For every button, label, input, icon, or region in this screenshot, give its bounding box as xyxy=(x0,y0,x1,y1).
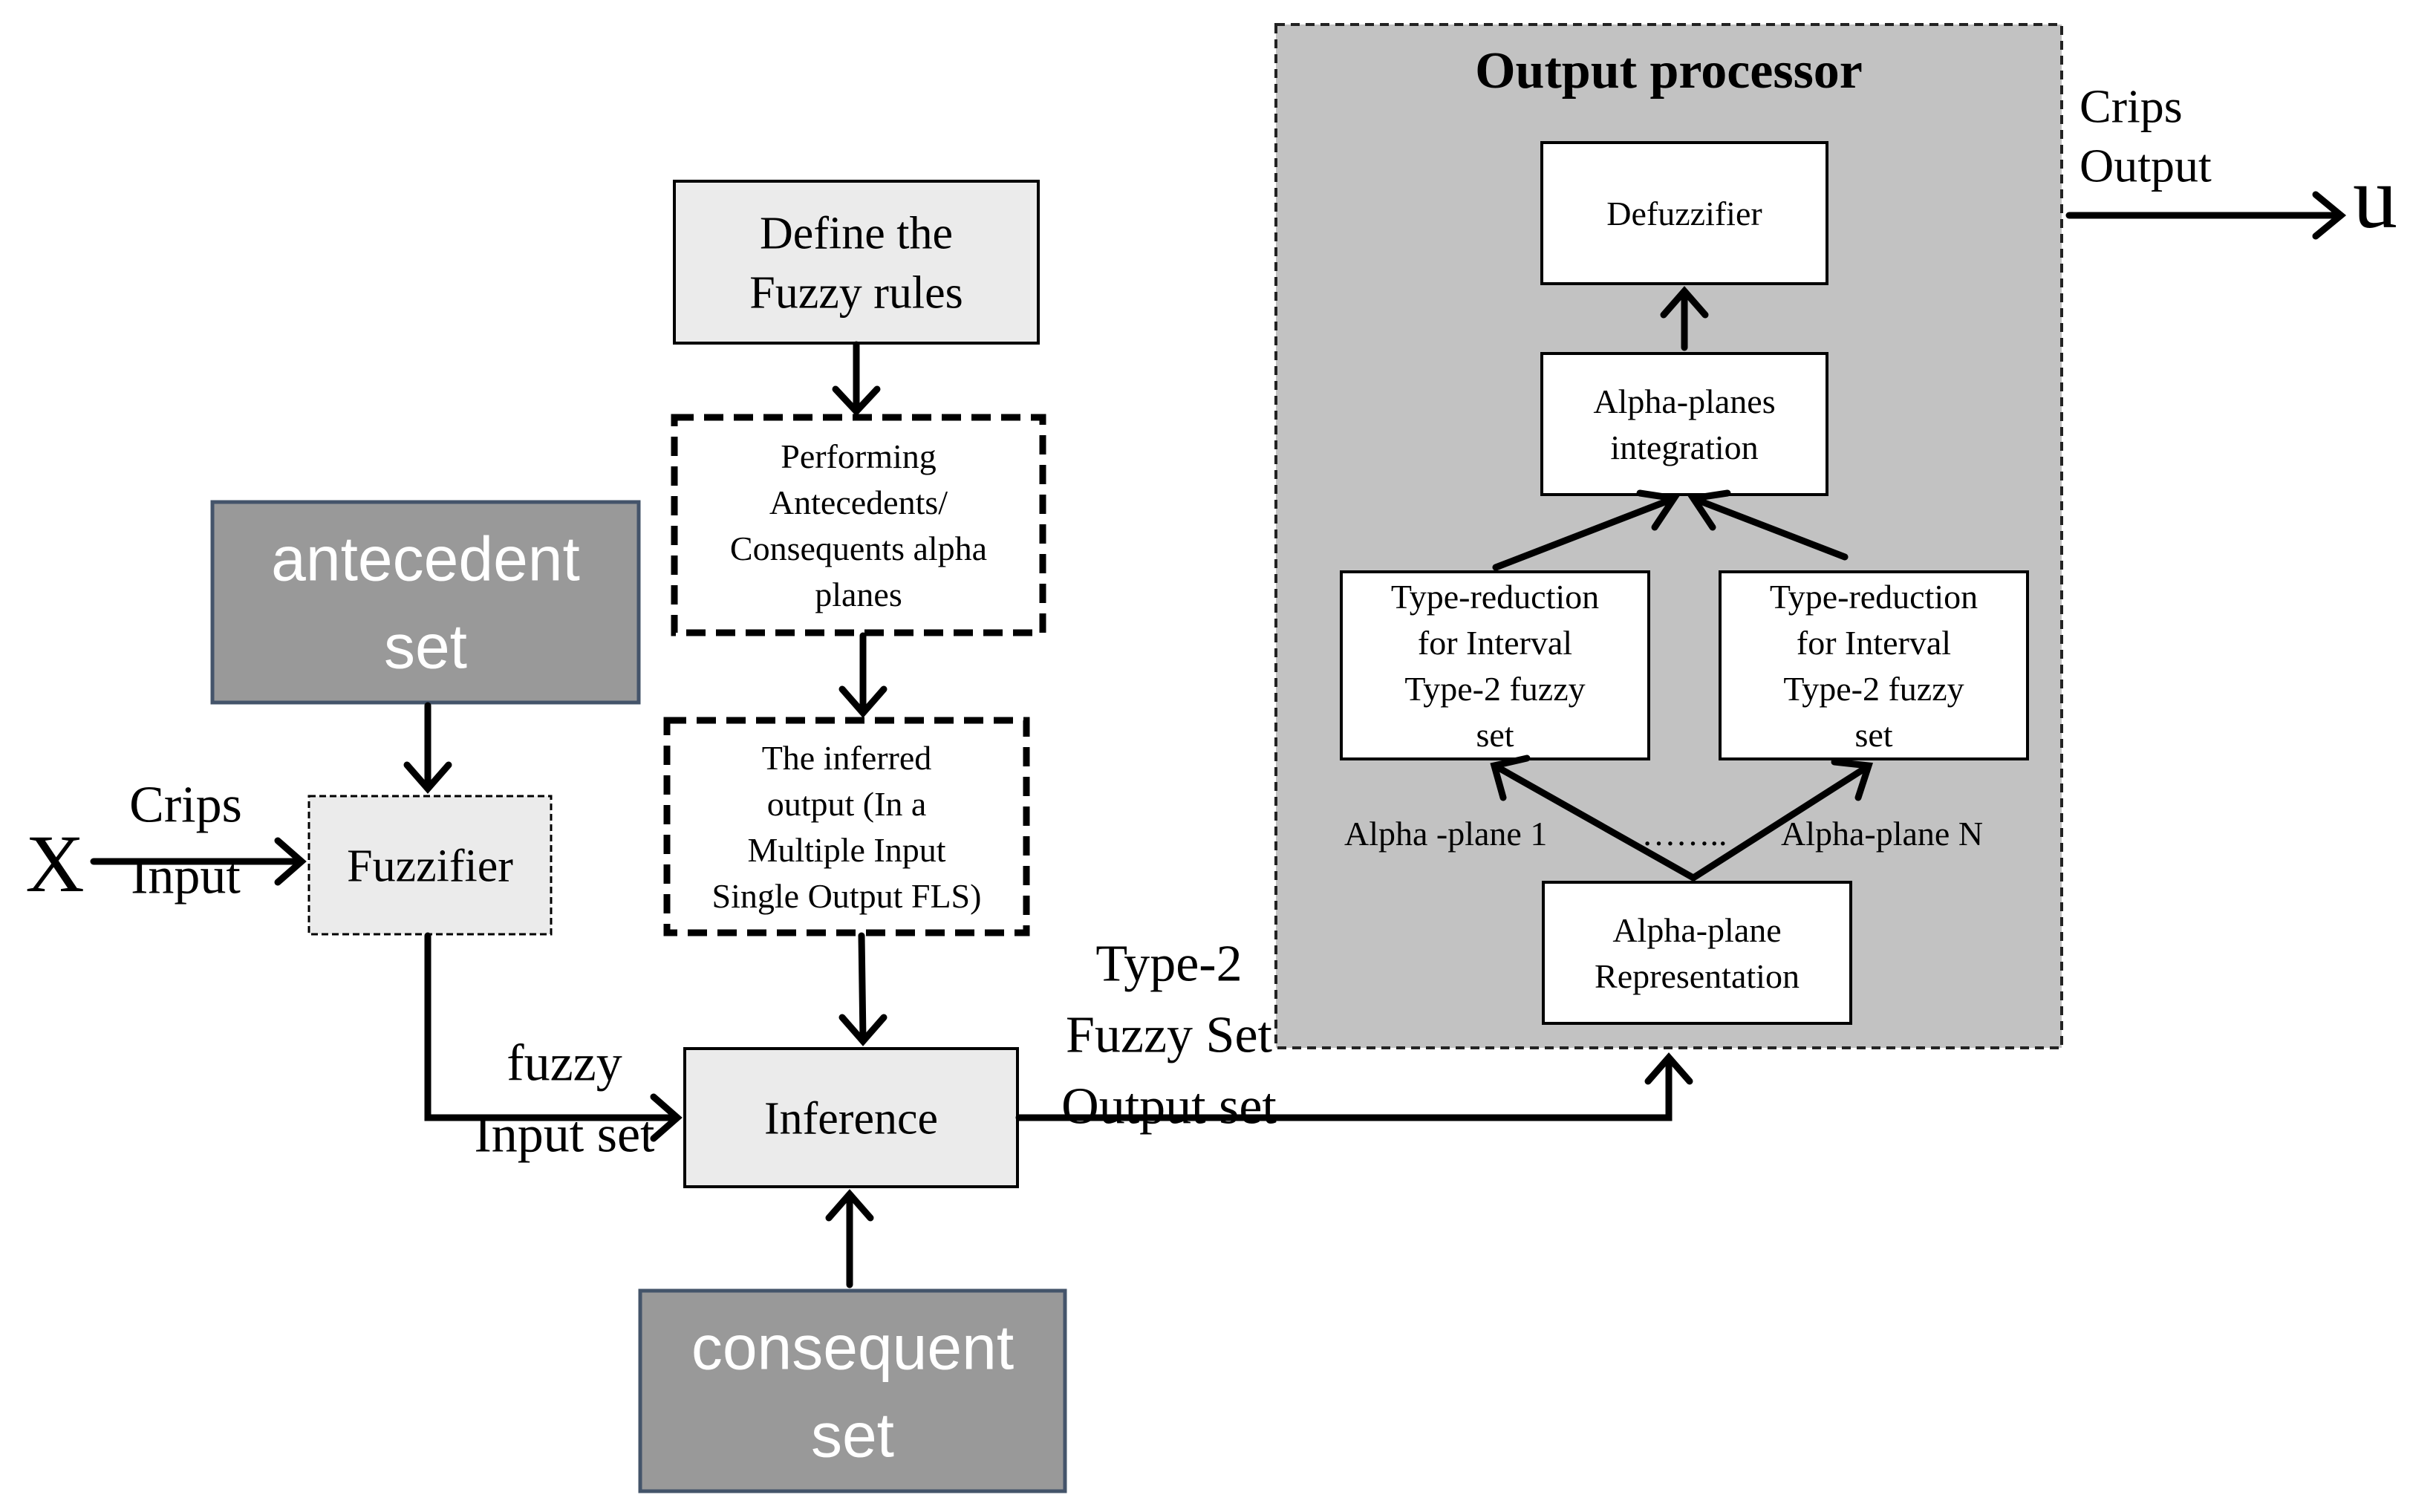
text-line: output (In a xyxy=(767,785,927,823)
arrowhead xyxy=(1660,286,1709,319)
text-line: Type-2 fuzzy xyxy=(1783,670,1964,708)
text-line: integration xyxy=(1610,428,1758,466)
text-line: Crips xyxy=(129,777,242,834)
text-line: Fuzzy rules xyxy=(749,268,963,319)
text-line: set xyxy=(1854,716,1892,754)
text-line: Crips xyxy=(2080,79,2183,132)
arrow-inferred-to-inference xyxy=(858,932,867,1042)
arrow-inference-to-output-processor xyxy=(1015,1057,1673,1121)
arrowhead xyxy=(274,837,307,886)
text-line: set xyxy=(384,611,467,681)
text-line: Define the xyxy=(760,209,953,259)
text-line: set xyxy=(1476,716,1514,754)
arrowhead xyxy=(825,1189,874,1222)
arrow-fuzzifier-to-inference xyxy=(424,932,678,1121)
arrowhead xyxy=(1490,755,1531,801)
text-line: set xyxy=(811,1400,894,1470)
antecedent-set-box: antecedent set xyxy=(210,500,641,705)
text-line: Type-2 fuzzy xyxy=(1404,670,1585,708)
defuzzifier-box: Defuzzifier xyxy=(1540,141,1828,285)
arrowhead xyxy=(1687,489,1731,531)
text-line: Antecedents/ xyxy=(769,483,948,521)
arrowhead xyxy=(2312,191,2347,240)
arrowhead xyxy=(1636,489,1680,531)
text-line: Representation xyxy=(1595,957,1800,995)
arrow-representation-to-left xyxy=(1495,764,1697,882)
alpha-dots-label: …….. xyxy=(1642,815,1727,853)
text-line: The inferred xyxy=(762,739,932,777)
inference-box: Inference xyxy=(683,1047,1019,1188)
input-variable: X xyxy=(25,818,84,909)
text-line: Fuzzy Set xyxy=(1066,1007,1273,1064)
text-line: Output set xyxy=(1061,1078,1277,1135)
output-processor-title: Output processor xyxy=(1475,42,1863,100)
text-line: fuzzy xyxy=(507,1035,622,1092)
arrowhead xyxy=(403,761,452,794)
text-line: Single Output FLS) xyxy=(712,877,982,915)
inference-label: Inference xyxy=(764,1094,938,1144)
text-line: Defuzzifier xyxy=(1606,195,1762,232)
alpha-plane-n-label: Alpha-plane N xyxy=(1781,815,1983,853)
arrow-right-to-integration xyxy=(1691,495,1849,561)
arrow-representation-to-right xyxy=(1690,764,1869,882)
arrowhead xyxy=(832,385,881,417)
text-line: Multiple Input xyxy=(747,831,945,869)
arrowhead xyxy=(650,1093,683,1142)
text-line: for Interval xyxy=(1797,624,1951,662)
connectors xyxy=(90,191,2347,1288)
text-line: Consequents alpha xyxy=(730,529,987,567)
output-variable: u xyxy=(2353,148,2397,247)
text-line: consequent xyxy=(691,1312,1014,1382)
text-line: Type-reduction xyxy=(1770,578,1978,616)
text-line: Input xyxy=(131,848,241,905)
arrowhead xyxy=(838,685,888,718)
alpha-integration-box: Alpha-planes integration xyxy=(1540,352,1828,496)
consequent-set-label: consequent set xyxy=(691,1312,1014,1470)
text-line: Inference xyxy=(764,1094,938,1144)
alpha-plane-1-label: Alpha -plane 1 xyxy=(1344,815,1547,853)
text-line: Output xyxy=(2080,139,2212,192)
text-line: Fuzzifier xyxy=(347,841,513,892)
arrowhead xyxy=(1831,758,1873,801)
fuzzifier-label: Fuzzifier xyxy=(347,841,513,892)
fuzzifier-box: Fuzzifier xyxy=(307,795,553,936)
text-line: Type-2 xyxy=(1095,936,1242,993)
text-line: Alpha-planes xyxy=(1593,382,1775,420)
text-line: Performing xyxy=(781,437,937,475)
alpha-integration-label: Alpha-planes integration xyxy=(1593,382,1775,466)
arrow-left-to-integration xyxy=(1492,495,1676,571)
text-line: Alpha-plane xyxy=(1612,911,1781,949)
arrowhead xyxy=(1644,1052,1693,1085)
text-line: Input set xyxy=(474,1107,655,1164)
text-line: Type-reduction xyxy=(1391,578,1599,616)
consequent-set-box: consequent set xyxy=(638,1288,1067,1493)
text-line: for Interval xyxy=(1418,624,1572,662)
defuzzifier-label: Defuzzifier xyxy=(1606,195,1762,232)
arrowhead xyxy=(838,1014,888,1046)
text-line: antecedent xyxy=(271,524,580,593)
text-line: planes xyxy=(815,576,902,613)
antecedent-set-label: antecedent set xyxy=(271,524,580,681)
